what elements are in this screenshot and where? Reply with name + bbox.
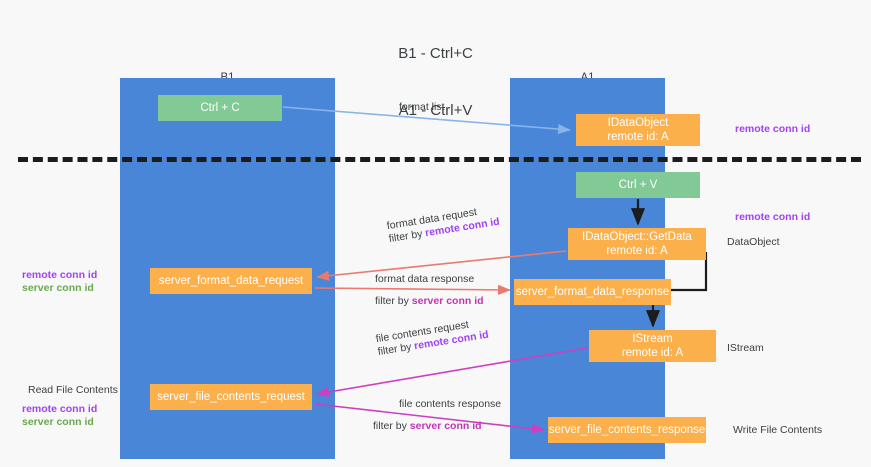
- node-idataobject-getdata[interactable]: IDataObject::GetData remote id: A: [568, 228, 706, 260]
- edge-label-format-list-line1: format list: [399, 101, 445, 113]
- node-server-format-data-response-label: server_format_data_response: [515, 286, 670, 298]
- node-istream-title: IStream: [632, 333, 673, 345]
- side-label-right-dataobject: DataObject: [727, 236, 780, 248]
- node-ctrl-c[interactable]: Ctrl + C: [158, 95, 282, 121]
- side-label-right-remote-conn-id-1: remote conn id: [735, 123, 811, 135]
- side-label-left-read-file-contents: Read File Contents: [28, 384, 118, 396]
- edge-label-format-data-response-line2: filter by server conn id: [375, 295, 484, 308]
- connector-file-contents-request: [316, 347, 588, 398]
- connector-file-contents-response: [314, 403, 545, 434]
- node-server-file-contents-response[interactable]: server_file_contents_response: [548, 417, 706, 443]
- side-label-right-write-file-contents: Write File Contents: [733, 424, 823, 436]
- side-label-left-remote-conn-id-2: remote conn id: [22, 403, 98, 415]
- node-server-file-contents-response-label: server_file_contents_response: [548, 424, 706, 436]
- node-idataobject[interactable]: IDataObject remote id: A: [576, 114, 700, 146]
- node-getdata-remote-id: remote id: A: [606, 245, 668, 257]
- node-idataobject-remote-id: remote id: A: [607, 131, 669, 143]
- edge-label-file-contents-response-line1: file contents response: [399, 398, 502, 410]
- node-server-format-data-request-label: server_format_data_request: [158, 275, 304, 287]
- connector-getdata-to-istream: [645, 252, 708, 328]
- connector-format-data-response: [314, 284, 511, 295]
- diagram-title: B1 - Ctrl+C A1 - Ctrl+V: [0, 6, 871, 158]
- node-getdata-title: IDataObject::GetData: [582, 231, 692, 243]
- node-ctrl-v-label: Ctrl + V: [618, 179, 658, 191]
- connector-format-list: [282, 106, 571, 135]
- node-idataobject-title: IDataObject: [607, 117, 669, 129]
- side-label-right-remote-conn-id-2: remote conn id: [735, 211, 811, 223]
- node-server-file-contents-request-label: server_file_contents_request: [157, 391, 305, 403]
- phase-divider: [18, 157, 861, 162]
- title-line-1: B1 - Ctrl+C: [398, 45, 473, 62]
- node-ctrl-v[interactable]: Ctrl + V: [576, 172, 700, 198]
- edge-label-file-contents-response-prefix: filter by: [373, 420, 410, 432]
- edge-label-format-data-response: format data response filter by server co…: [375, 273, 484, 308]
- node-istream-remote-id: remote id: A: [621, 347, 684, 359]
- side-label-left-server-conn-id-1: server conn id: [22, 282, 94, 294]
- node-server-file-contents-request[interactable]: server_file_contents_request: [150, 384, 312, 410]
- node-istream[interactable]: IStream remote id: A: [589, 330, 716, 362]
- node-ctrl-c-label: Ctrl + C: [200, 102, 240, 114]
- title-line-2: A1 - Ctrl+V: [398, 102, 473, 119]
- edge-label-file-contents-response: file contents response filter by server …: [373, 398, 501, 433]
- side-label-right-istream: IStream: [727, 342, 764, 354]
- edge-label-format-data-response-prefix: filter by: [375, 295, 412, 307]
- connector-format-data-request: [316, 250, 567, 281]
- node-server-format-data-response[interactable]: server_format_data_response: [514, 279, 671, 305]
- side-label-left-server-conn-id-2: server conn id: [22, 416, 94, 428]
- edge-label-format-data-response-line1: format data response: [375, 273, 475, 285]
- edge-label-file-contents-response-highlight: server conn id: [409, 420, 482, 432]
- edge-label-format-data-response-highlight: server conn id: [411, 295, 484, 307]
- side-label-left-remote-conn-id-1: remote conn id: [22, 269, 98, 281]
- edge-label-file-contents-response-line2: filter by server conn id: [373, 420, 501, 433]
- edge-label-format-list: format list: [399, 101, 445, 114]
- node-server-format-data-request[interactable]: server_format_data_request: [150, 268, 312, 294]
